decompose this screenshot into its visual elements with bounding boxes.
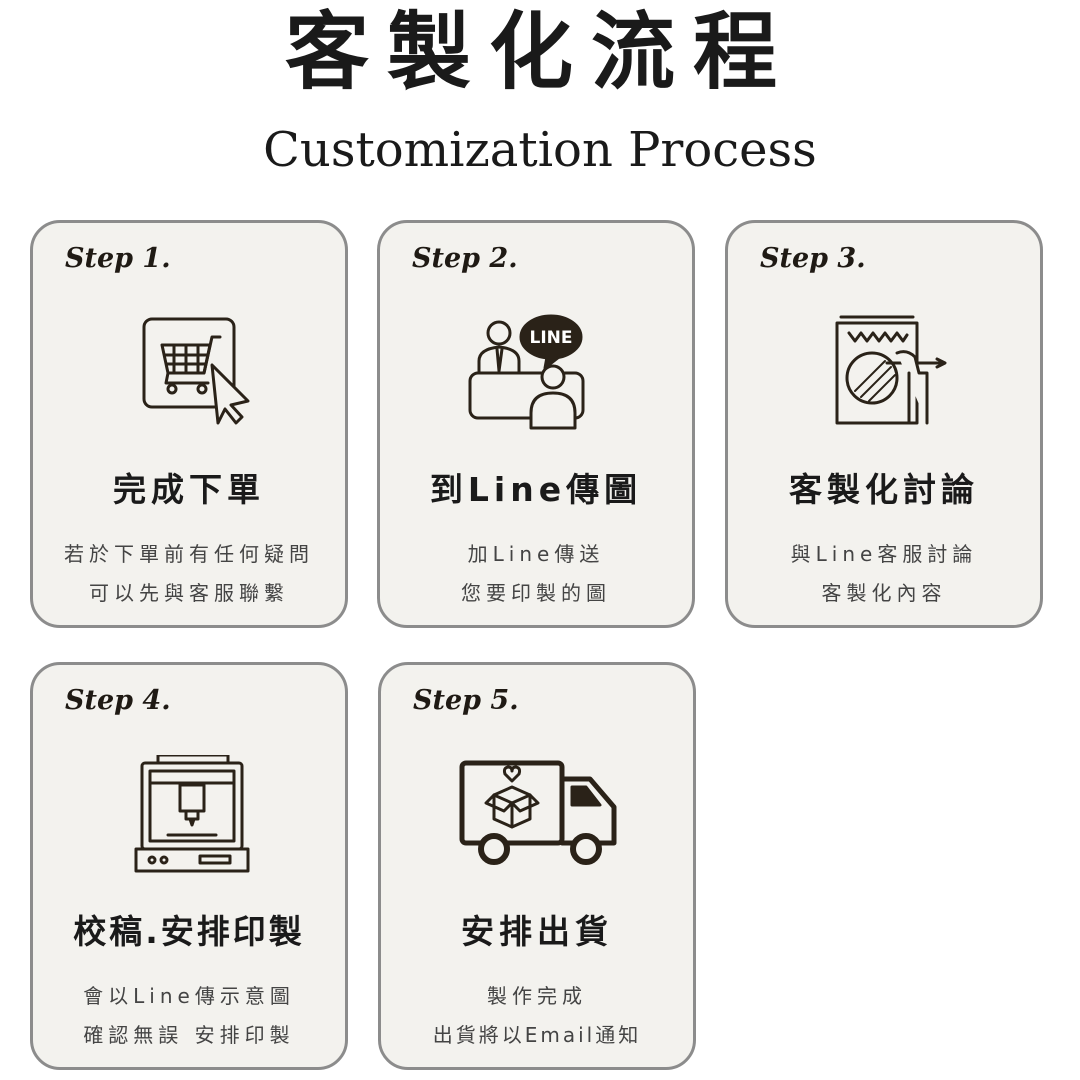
description-line: 製作完成 — [487, 984, 587, 1008]
step-label: Step 4. — [65, 685, 171, 716]
step-description: 會以Line傳示意圖 確認無誤 安排印製 — [33, 977, 345, 1055]
step-card-3: Step 3. 客製化討論 與Line客服討論 客製化內容 — [725, 220, 1043, 628]
delivery-truck-icon — [459, 755, 617, 875]
description-line: 出貨將以Email通知 — [432, 1023, 642, 1047]
description-line: 客製化內容 — [821, 581, 947, 605]
step-label: Step 1. — [65, 243, 171, 274]
step-heading: 完成下單 — [113, 470, 265, 509]
step-card-1: Step 1. 完成下單 若於下單前有任何疑問 可以先與客服聯繫 — [30, 220, 348, 628]
step-label: Step 2. — [412, 243, 518, 274]
step-description: 加Line傳送 您要印製的圖 — [380, 535, 692, 613]
step-description: 若於下單前有任何疑問 可以先與客服聯繫 — [33, 535, 345, 613]
step-description: 製作完成 出貨將以Email通知 — [381, 977, 693, 1055]
svg-text:LINE: LINE — [530, 328, 573, 348]
step-description: 與Line客服討論 客製化內容 — [728, 535, 1040, 613]
description-line: 加Line傳送 — [467, 542, 605, 566]
line-chat-icon: LINE — [468, 313, 599, 433]
description-line: 可以先與客服聯繫 — [89, 581, 289, 605]
shopping-cart-click-icon — [132, 313, 252, 433]
description-line: 與Line客服討論 — [790, 542, 978, 566]
page-subtitle: Customization Process — [263, 122, 817, 178]
3d-printer-icon — [132, 753, 252, 875]
description-line: 若於下單前有任何疑問 — [64, 542, 314, 566]
step-label: Step 5. — [413, 685, 519, 716]
description-line: 確認無誤 安排印製 — [83, 1023, 295, 1047]
design-drawing-icon — [827, 313, 947, 433]
step-card-2: Step 2. LINE 到Line傳圖 加Line傳送 您要印製的圖 — [377, 220, 695, 628]
step-heading: 客製化討論 — [789, 470, 979, 509]
description-line: 您要印製的圖 — [461, 581, 611, 605]
page-title: 客製化流程 — [284, 3, 795, 101]
step-label: Step 3. — [760, 243, 866, 274]
step-heading: 校稿.安排印製 — [73, 912, 305, 951]
step-card-4: Step 4. 校稿.安排印製 會以Line傳示意圖 確認無誤 安排印製 — [30, 662, 348, 1070]
step-heading: 安排出貨 — [461, 912, 613, 951]
description-line: 會以Line傳示意圖 — [83, 984, 295, 1008]
step-heading: 到Line傳圖 — [429, 470, 643, 509]
step-card-5: Step 5. 安排出貨 製作完成 出貨將以Email通知 — [378, 662, 696, 1070]
